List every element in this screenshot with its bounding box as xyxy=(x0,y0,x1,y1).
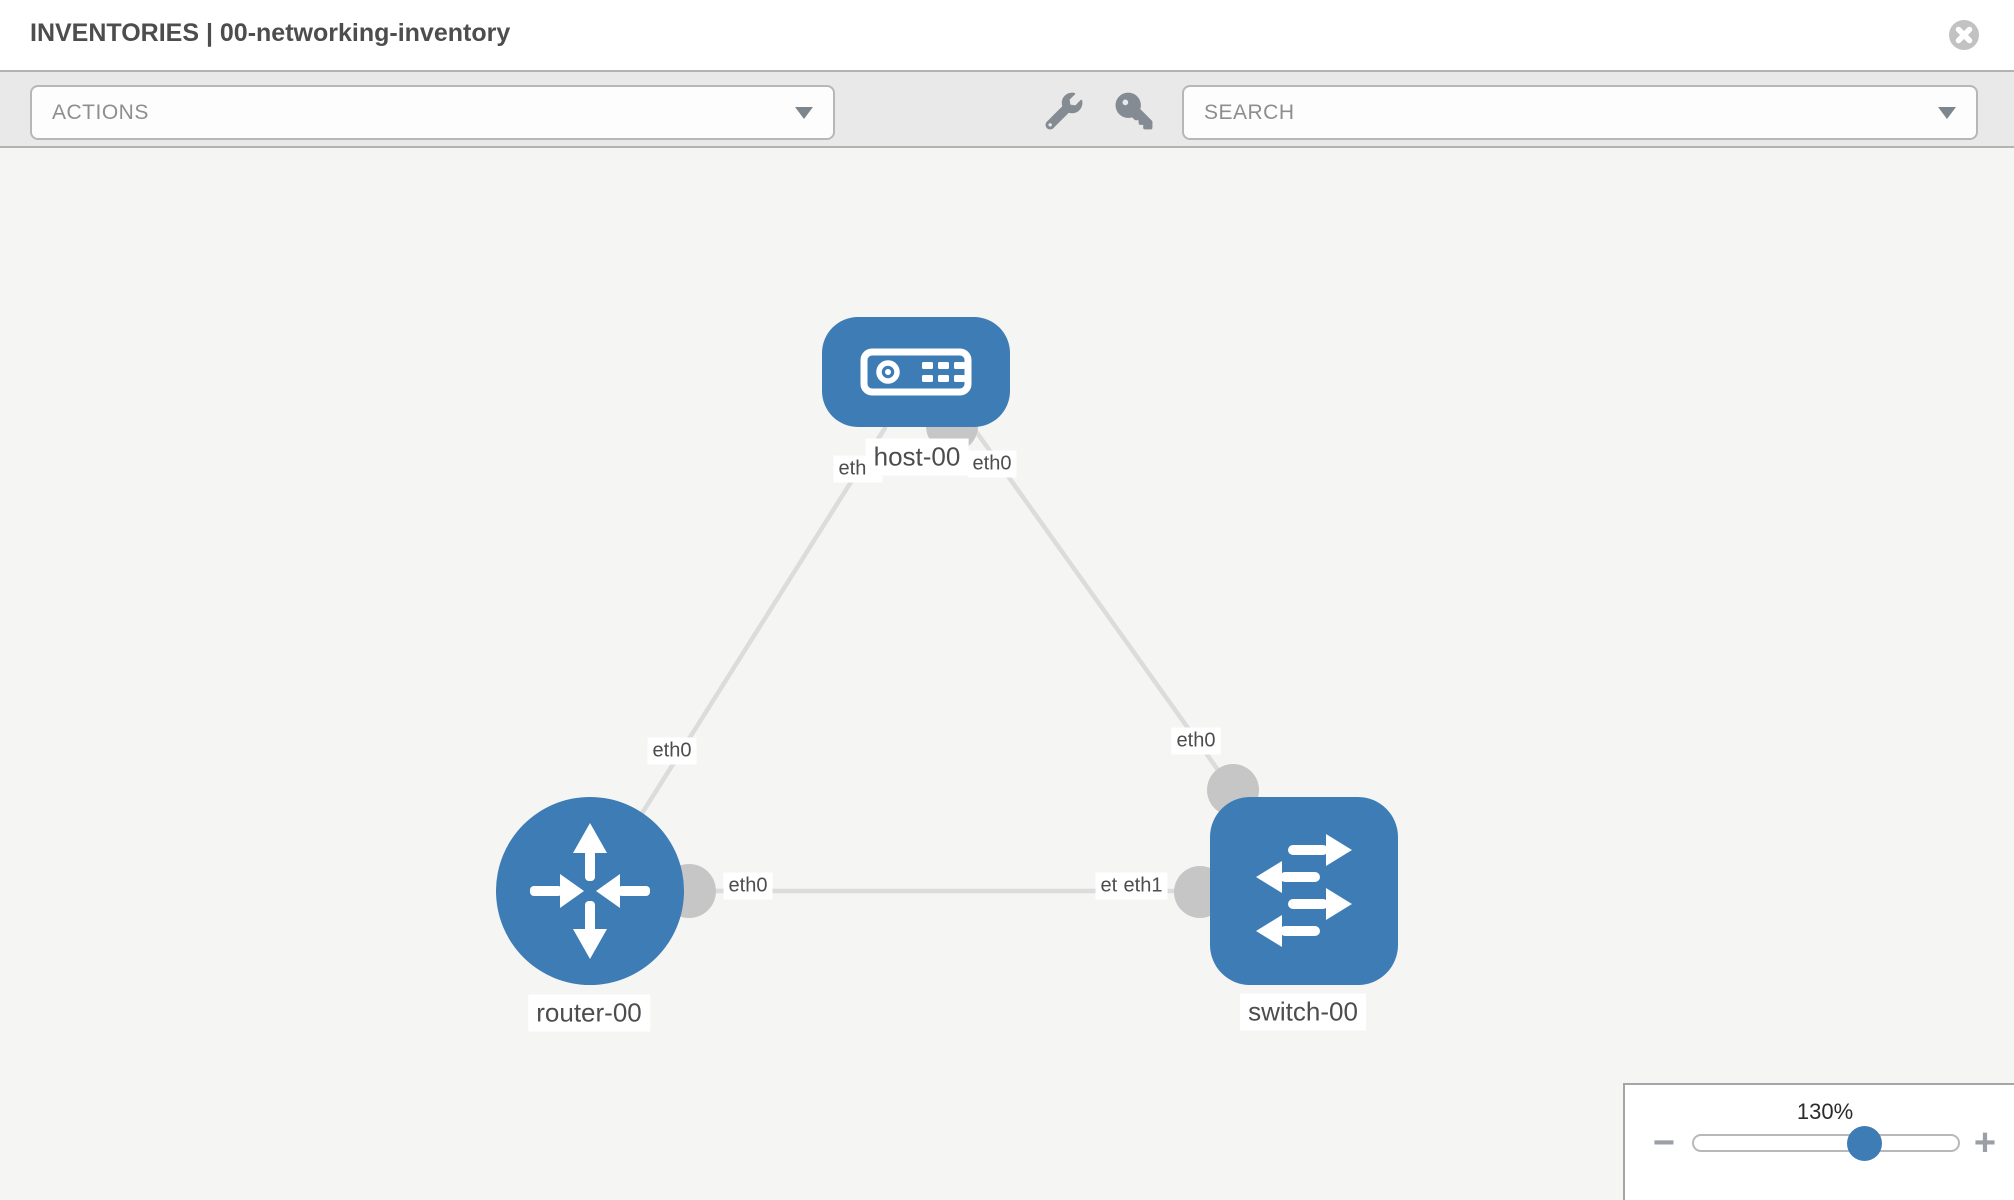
interface-label-switch-eth1: eth1 xyxy=(1118,872,1168,900)
chevron-down-icon xyxy=(1938,106,1956,119)
link-host-router[interactable] xyxy=(597,425,888,883)
zoom-level-value: 130% xyxy=(1796,1099,1854,1124)
header: INVENTORIES | 00-networking-inventory xyxy=(0,0,2014,72)
actions-dropdown-label: ACTIONS xyxy=(52,100,149,124)
switch-icon xyxy=(1256,834,1352,947)
chevron-down-icon xyxy=(795,106,813,119)
node-host-00[interactable] xyxy=(822,317,1010,427)
node-router-00[interactable] xyxy=(496,797,684,985)
interface-label-host-eth0-right: eth0 xyxy=(967,450,1017,478)
zoom-slider-track[interactable] xyxy=(1692,1134,1960,1152)
host-icon xyxy=(860,348,972,396)
zoom-in-button[interactable]: + xyxy=(1963,1121,2007,1165)
interface-label-router-eth0: eth0 xyxy=(723,872,773,900)
credentials-button[interactable] xyxy=(1110,88,1158,136)
wrench-icon xyxy=(1045,92,1083,129)
node-label-router-00: router-00 xyxy=(528,994,650,1032)
zoom-slider-thumb[interactable] xyxy=(1847,1126,1882,1161)
toolbar: ACTIONS SEARCH xyxy=(0,72,2014,148)
actions-dropdown[interactable]: ACTIONS xyxy=(30,85,835,140)
key-icon xyxy=(1115,92,1153,129)
close-icon xyxy=(1949,20,1979,50)
search-placeholder: SEARCH xyxy=(1204,100,1295,124)
node-switch-00[interactable] xyxy=(1210,797,1398,985)
close-button[interactable] xyxy=(1948,19,1980,51)
interface-label-router-eth0-uplink: eth0 xyxy=(647,737,697,765)
search-dropdown[interactable]: SEARCH xyxy=(1182,85,1978,140)
zoom-control-panel: 130% − + xyxy=(1623,1083,2014,1200)
node-label-switch-00: switch-00 xyxy=(1240,993,1366,1031)
page-title: INVENTORIES | 00-networking-inventory xyxy=(30,19,511,47)
zoom-out-button[interactable]: − xyxy=(1642,1121,1686,1165)
interface-label-switch-eth0: eth0 xyxy=(1171,727,1221,755)
router-icon xyxy=(530,823,650,959)
node-label-host-00: host-00 xyxy=(865,438,969,476)
configure-tools-button[interactable] xyxy=(1040,88,1088,136)
